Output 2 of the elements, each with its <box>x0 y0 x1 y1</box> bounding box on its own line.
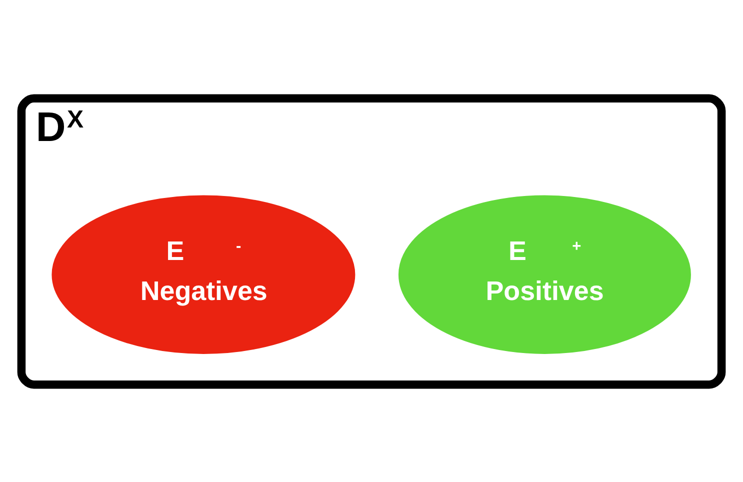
node-ellipse: E+ Positives <box>398 194 691 354</box>
node-ellipse: E- Negatives <box>52 194 356 354</box>
